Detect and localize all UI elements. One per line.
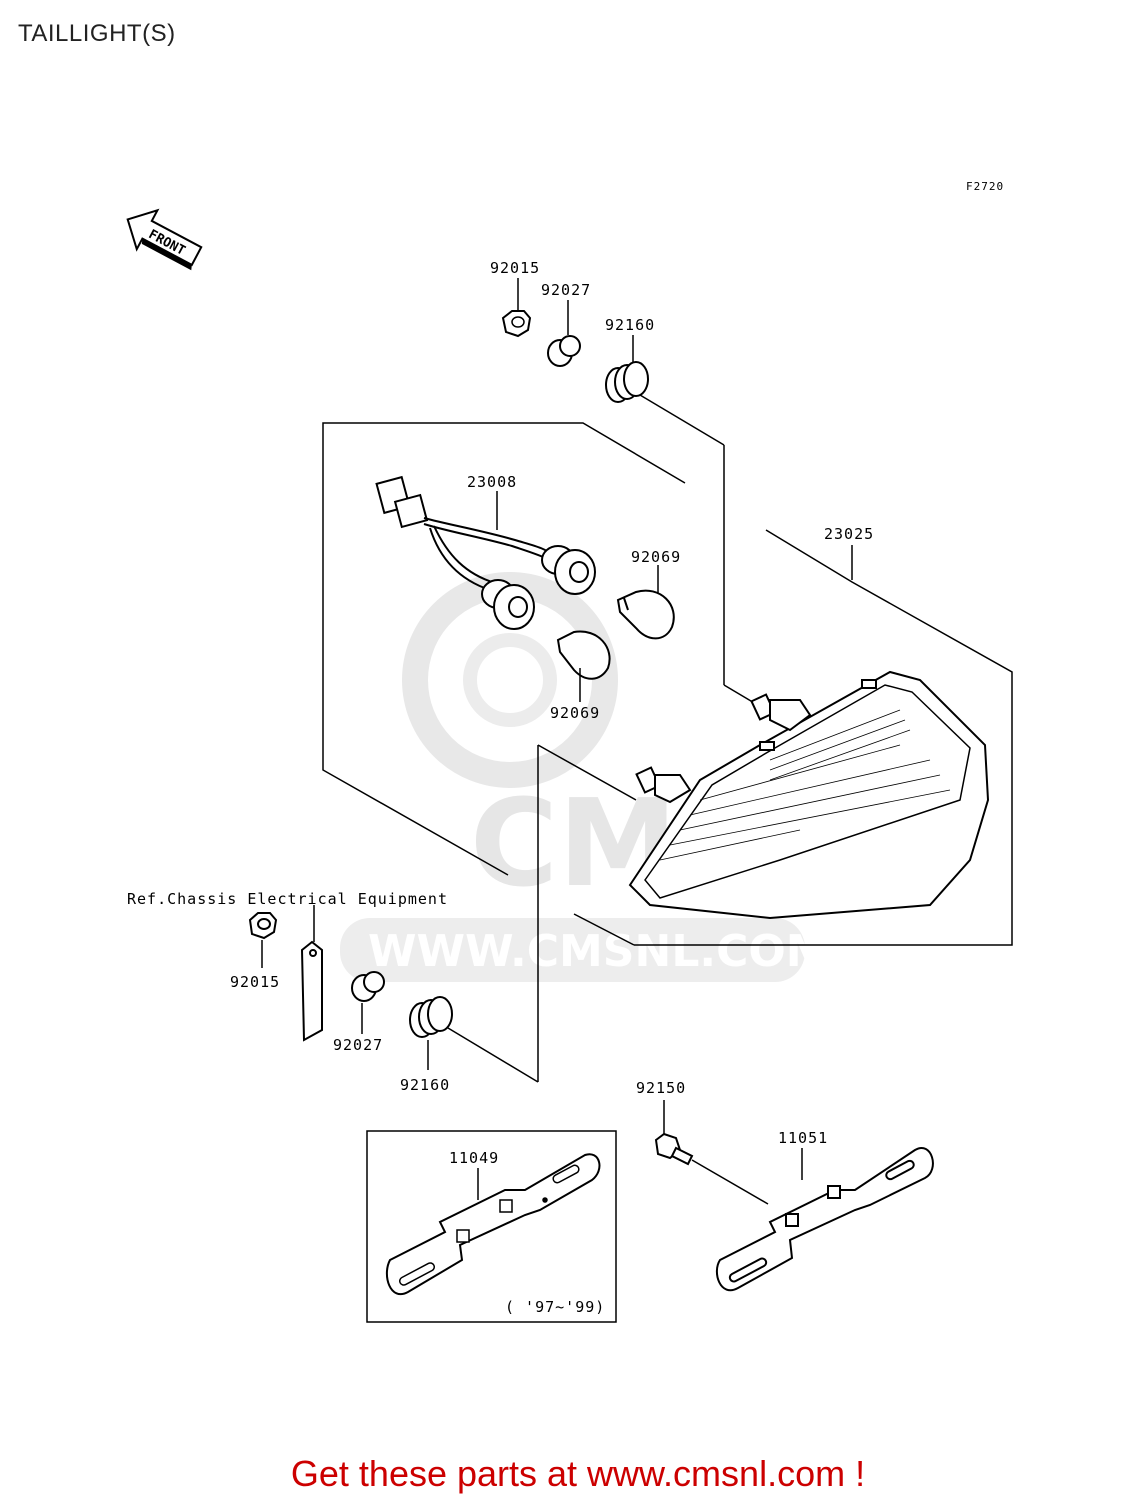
page-title: TAILLIGHT(S) — [18, 20, 176, 47]
label-92160-top: 92160 — [605, 316, 655, 334]
label-23025: 23025 — [824, 525, 874, 543]
grommet-92160-top — [605, 335, 757, 705]
taillight-leader-lines — [537, 744, 808, 1082]
shop-link[interactable]: Get these parts at www.cmsnl.com ! — [290, 1453, 866, 1494]
label-92027-top: 92027 — [541, 281, 591, 299]
reference-note: Ref.Chassis Electrical Equipment — [127, 890, 448, 908]
bracket-11051 — [715, 1147, 934, 1292]
nut-92015-left — [248, 912, 278, 968]
label-92069-lower: 92069 — [550, 704, 600, 722]
harness-23008 — [375, 475, 596, 630]
label-11049: 11049 — [449, 1149, 499, 1167]
figure-code: F2720 — [966, 180, 1004, 193]
bracket-11049-box — [366, 1130, 617, 1323]
taillight-23025 — [628, 529, 1013, 946]
label-11051: 11051 — [778, 1129, 828, 1147]
bolt-92150 — [654, 1100, 769, 1205]
label-92069-upper: 92069 — [631, 548, 681, 566]
variant-note: ( '97~'99) — [505, 1298, 605, 1316]
socket-group-outline — [322, 422, 686, 876]
label-23008: 23008 — [467, 473, 517, 491]
label-92150: 92150 — [636, 1079, 686, 1097]
label-92015-top: 92015 — [490, 259, 540, 277]
label-92027-left: 92027 — [333, 1036, 383, 1054]
front-arrow-icon: FRONT — [126, 208, 203, 271]
bracket-strip — [300, 940, 323, 1042]
bulb-92069-lower — [556, 630, 611, 702]
label-92160-bottom: 92160 — [400, 1076, 450, 1094]
grommet-92160-bottom — [409, 996, 539, 1083]
collar-92027-left — [351, 971, 385, 1034]
nut-92015-top — [501, 278, 532, 338]
collar-92027-top — [547, 300, 581, 367]
watermark-url: WWW.CMSNL.COM — [368, 926, 830, 977]
label-92015-left: 92015 — [230, 973, 280, 991]
bulb-92069-upper — [616, 565, 675, 640]
